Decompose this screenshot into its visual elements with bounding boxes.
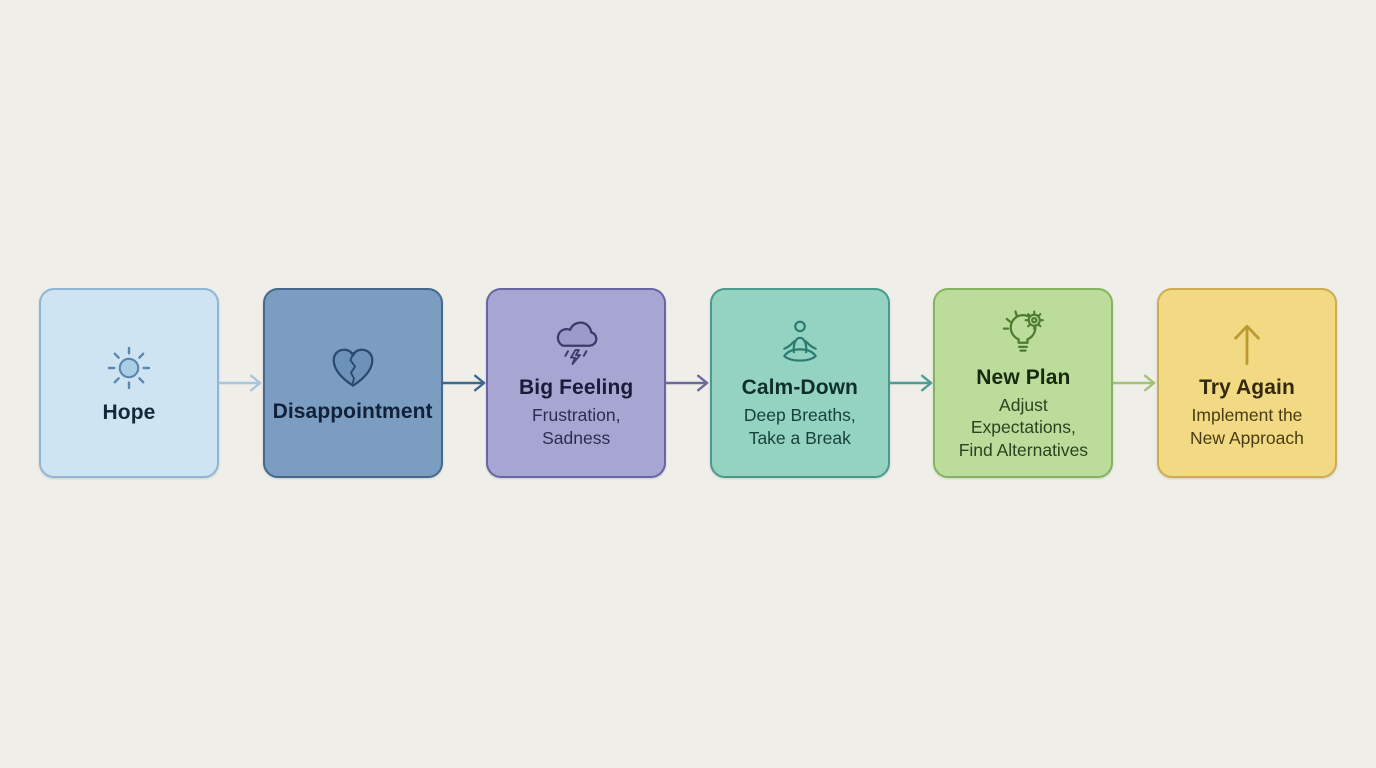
step-subtitle: Implement the New Approach <box>1190 405 1304 448</box>
flowchart-row: Hope Disappointment <box>39 288 1337 478</box>
step-card-try-again: Try Again Implement the New Approach <box>1156 288 1337 478</box>
step-card-disappointment: Disappointment <box>262 288 443 478</box>
step-subtitle: Adjust Expectations, Find Alternatives <box>958 395 1089 460</box>
step-subtitle: Deep Breaths, Take a Break <box>743 405 856 448</box>
step-card-calm-down: Calm-Down Deep Breaths, Take a Break <box>709 288 890 478</box>
step-title: Calm-Down <box>741 376 858 400</box>
step-title: Try Again <box>1199 376 1295 400</box>
step-title: Disappointment <box>272 399 433 423</box>
step-card-hope: Hope <box>39 288 219 478</box>
step-title: New Plan <box>976 366 1071 390</box>
flow-arrow-4 <box>889 372 934 394</box>
flow-arrow-5 <box>1113 372 1157 394</box>
meditation-icon <box>774 317 826 369</box>
broken-heart-icon <box>328 343 378 393</box>
step-title: Big Feeling <box>519 376 634 400</box>
storm-cloud-icon <box>550 317 602 369</box>
step-subtitle: Frustration, Sadness <box>531 405 621 448</box>
sun-icon <box>103 342 155 394</box>
step-card-big-feeling: Big Feeling Frustration, Sadness <box>486 288 667 478</box>
step-card-new-plan: New Plan Adjust Expectations, Find Alter… <box>933 288 1114 478</box>
flow-arrow-2 <box>442 372 487 394</box>
flow-arrow-1 <box>219 372 263 394</box>
lightbulb-gear-icon <box>996 305 1050 359</box>
arrow-up-icon <box>1221 317 1273 369</box>
step-title: Hope <box>102 400 156 424</box>
flow-arrow-3 <box>666 372 710 394</box>
